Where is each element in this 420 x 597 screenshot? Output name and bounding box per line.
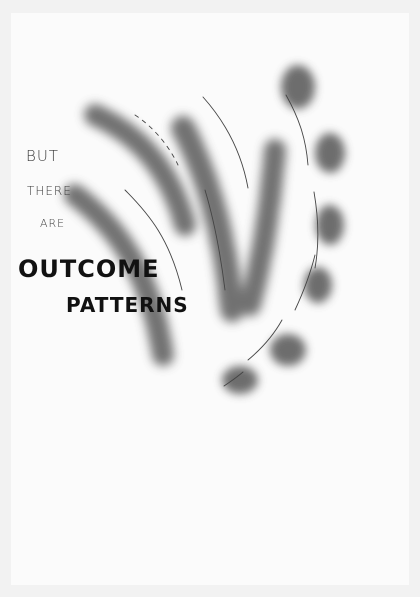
headline-patterns: PATTERNS <box>66 293 189 317</box>
text-are: ARE <box>40 217 65 230</box>
blob-top <box>281 65 315 109</box>
blob-bottom <box>222 366 258 394</box>
blob-3 <box>316 205 344 245</box>
smudge-blobs <box>222 65 345 394</box>
blob-5 <box>270 334 306 366</box>
smudge-arcs <box>75 115 275 355</box>
text-but: BUT <box>26 147 59 165</box>
text-there: THERE <box>27 184 72 198</box>
blob-4 <box>304 267 332 303</box>
arc-right <box>250 150 275 305</box>
arc-second <box>95 115 185 225</box>
blob-2 <box>315 133 345 173</box>
headline-outcome: OUTCOME <box>18 255 160 283</box>
